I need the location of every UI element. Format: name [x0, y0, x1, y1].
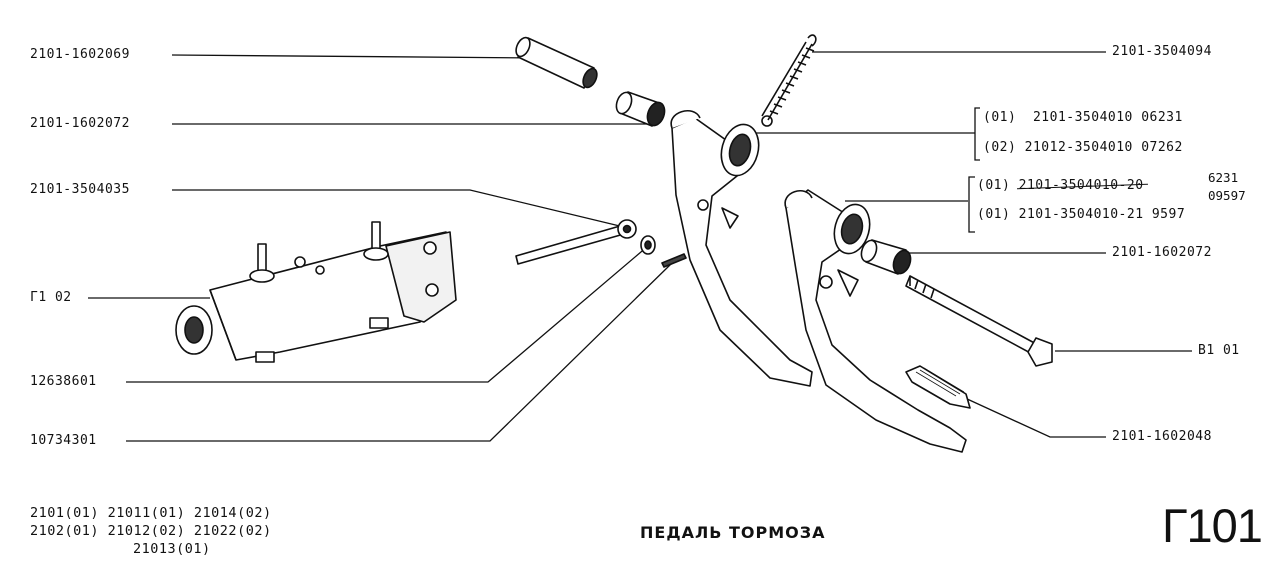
leader-1602069: [171, 54, 541, 59]
bushing-right: [860, 239, 912, 275]
callout-g102: Г1 02: [30, 290, 72, 305]
brake-pedal-01-prefix: (01): [977, 178, 1019, 193]
sleeve-1602069: [515, 36, 598, 89]
callout-1602048: 2101-1602048: [1112, 429, 1212, 444]
leader-3504035: [172, 189, 629, 229]
page-title: ПЕДАЛЬ ТОРМОЗА: [640, 523, 826, 542]
brake-pedal-lever: [784, 189, 967, 453]
callout-12638601: 12638601: [30, 374, 97, 389]
models-row-2: 2102(01) 21012(02) 21022(02): [30, 523, 272, 539]
callout-1602069: 2101-1602069: [30, 47, 130, 62]
models-row-3: 21013(01): [133, 541, 211, 557]
callout-b101: В1 01: [1198, 343, 1240, 358]
push-rod-3504035: [515, 219, 637, 265]
cotter-pin-10734301: [661, 253, 687, 268]
bracket-brake-pedal: [968, 176, 975, 233]
pedal-pad-1602048: [905, 365, 971, 409]
brake-pedal-01-struck: 2101-3504010-20: [1018, 178, 1144, 193]
bolt-b101: [905, 275, 1053, 367]
callout-1602072-right: 2101-1602072: [1112, 245, 1212, 260]
callout-3504035: 2101-3504035: [30, 182, 130, 197]
clutch-pedal-lever: [670, 109, 813, 387]
leader-12638601: [126, 245, 649, 383]
bushing-left: [615, 91, 666, 127]
callout-pedal-bracket-02: (02) 21012-3504010 07262: [983, 140, 1183, 155]
brake-pedal-01-sub: 09597: [1208, 188, 1246, 203]
callout-brake-pedal-02: (01) 2101-3504010-21 9597: [977, 207, 1186, 222]
bracket-pedal: [974, 107, 980, 161]
return-spring: [761, 34, 817, 127]
master-cylinder-g102: [175, 221, 457, 363]
washer-12638601: [640, 235, 656, 255]
callout-10734301: 10734301: [30, 433, 97, 448]
models-row-1: 2101(01) 21011(01) 21014(02): [30, 505, 272, 521]
callout-1602072-left: 2101-1602072: [30, 116, 130, 131]
callout-pedal-bracket-01: (01) 2101-3504010 06231: [983, 110, 1183, 125]
page-number: Г101: [1162, 499, 1263, 552]
callout-brake-pedal-01: (01) 2101-3504010-20: [977, 178, 1144, 194]
leader-1602048: [964, 397, 1106, 438]
brake-pedal-01-sup: 6231: [1208, 170, 1239, 185]
callout-3504094: 2101-3504094: [1112, 44, 1212, 59]
leader-10734301: [126, 263, 672, 442]
